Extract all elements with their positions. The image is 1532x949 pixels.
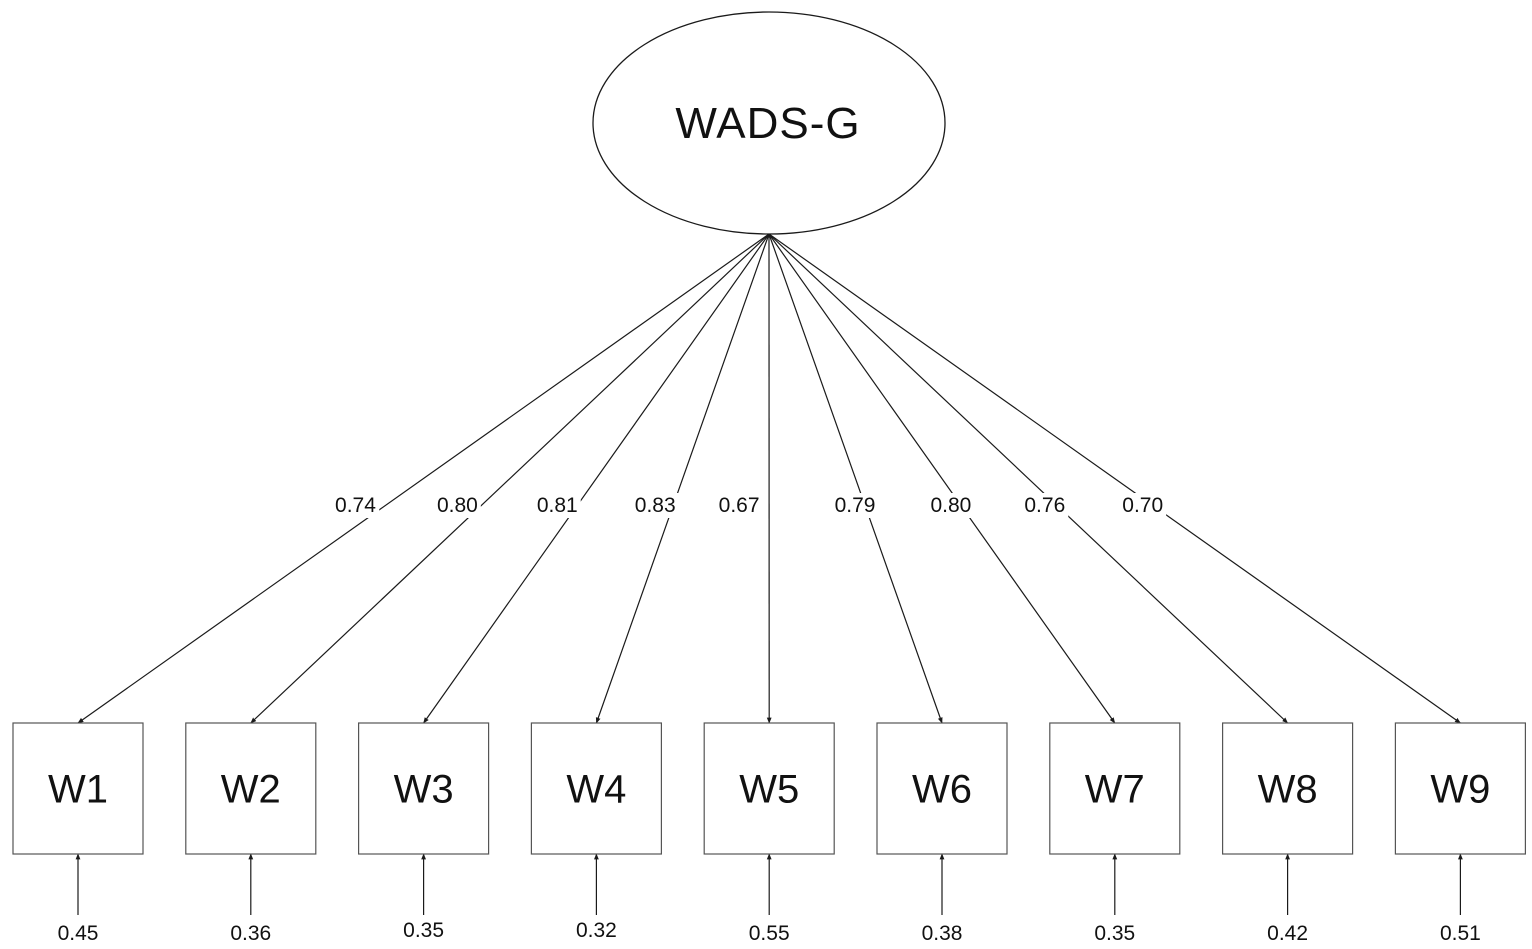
- item-box-w8: [1221, 722, 1354, 855]
- loading-path-w9: [768, 233, 1461, 724]
- loading-value-w1: 0.74: [335, 494, 376, 517]
- item-label-w4: W4: [566, 768, 626, 812]
- latent-factor: WADS-G: [592, 11, 946, 235]
- loading-value-backdrop-w2: [433, 493, 481, 518]
- loading-labels: 0.74 0.80 0.81 0.83 0.67 0.79 0.80 0.76 0.70: [332, 493, 1167, 518]
- loading-paths: [77, 233, 1461, 724]
- item-box-w9: [1394, 722, 1527, 855]
- latent-ellipse: [592, 11, 946, 235]
- item-label-w2: W2: [221, 768, 281, 812]
- loading-path-w7: [768, 233, 1116, 724]
- item-box-w6: [876, 722, 1008, 855]
- latent-label: WADS-G: [675, 99, 860, 148]
- error-value-w7: 0.35: [1094, 922, 1135, 945]
- error-labels: 0.45 0.36 0.35 0.32 0.55 0.38 0.35 0.42 0.51: [58, 919, 1481, 945]
- loading-value-backdrop-w1: [332, 493, 380, 518]
- error-value-w1: 0.45: [58, 922, 99, 945]
- item-label-w5: W5: [739, 768, 799, 812]
- item-box-w7: [1049, 722, 1181, 855]
- loading-value-w6: 0.79: [835, 494, 876, 517]
- loading-value-backdrop-w9: [1119, 493, 1167, 518]
- loading-value-backdrop-w7: [927, 493, 975, 518]
- error-value-w3: 0.35: [403, 919, 444, 942]
- error-value-w6: 0.38: [922, 922, 963, 945]
- item-label-w3: W3: [394, 768, 454, 812]
- loading-value-w7: 0.80: [930, 494, 971, 517]
- error-value-w2: 0.36: [230, 922, 271, 945]
- loading-value-backdrop-w3: [533, 493, 581, 518]
- loading-path-w6: [768, 233, 943, 724]
- item-box-w2: [185, 722, 317, 855]
- error-value-w4: 0.32: [576, 919, 617, 942]
- item-box-w3: [358, 722, 490, 855]
- loading-value-w4: 0.83: [635, 494, 676, 517]
- loading-value-w5: 0.67: [719, 494, 760, 517]
- loading-path-w1: [77, 233, 770, 724]
- loading-value-backdrop-w4: [631, 493, 679, 518]
- item-label-w8: W8: [1258, 768, 1318, 812]
- loading-path-w2: [250, 233, 770, 724]
- loading-value-backdrop-w6: [831, 493, 879, 518]
- item-box-w5: [703, 722, 835, 855]
- error-value-w5: 0.55: [749, 922, 790, 945]
- loading-value-w3: 0.81: [537, 494, 578, 517]
- loading-path-w8: [768, 233, 1289, 724]
- item-label-w9: W9: [1430, 768, 1490, 812]
- loading-value-w8: 0.76: [1024, 494, 1065, 517]
- item-label-w6: W6: [912, 768, 972, 812]
- loading-value-backdrop-w5: [715, 493, 763, 518]
- observed-items: W1 W2 W3 W4 W5 W6 W7 W8 W9: [12, 722, 1527, 855]
- item-label-w7: W7: [1085, 768, 1145, 812]
- loading-path-w4: [595, 233, 770, 724]
- loading-value-w9: 0.70: [1122, 494, 1163, 517]
- item-box-w4: [530, 722, 663, 855]
- error-value-w9: 0.51: [1440, 922, 1481, 945]
- loading-path-w3: [423, 233, 770, 724]
- loading-value-w2: 0.80: [437, 494, 478, 517]
- error-value-w8: 0.42: [1267, 922, 1308, 945]
- loading-value-backdrop-w8: [1021, 493, 1069, 518]
- error-paths: [75, 853, 1463, 915]
- item-label-w1: W1: [48, 768, 108, 812]
- item-box-w1: [12, 722, 144, 855]
